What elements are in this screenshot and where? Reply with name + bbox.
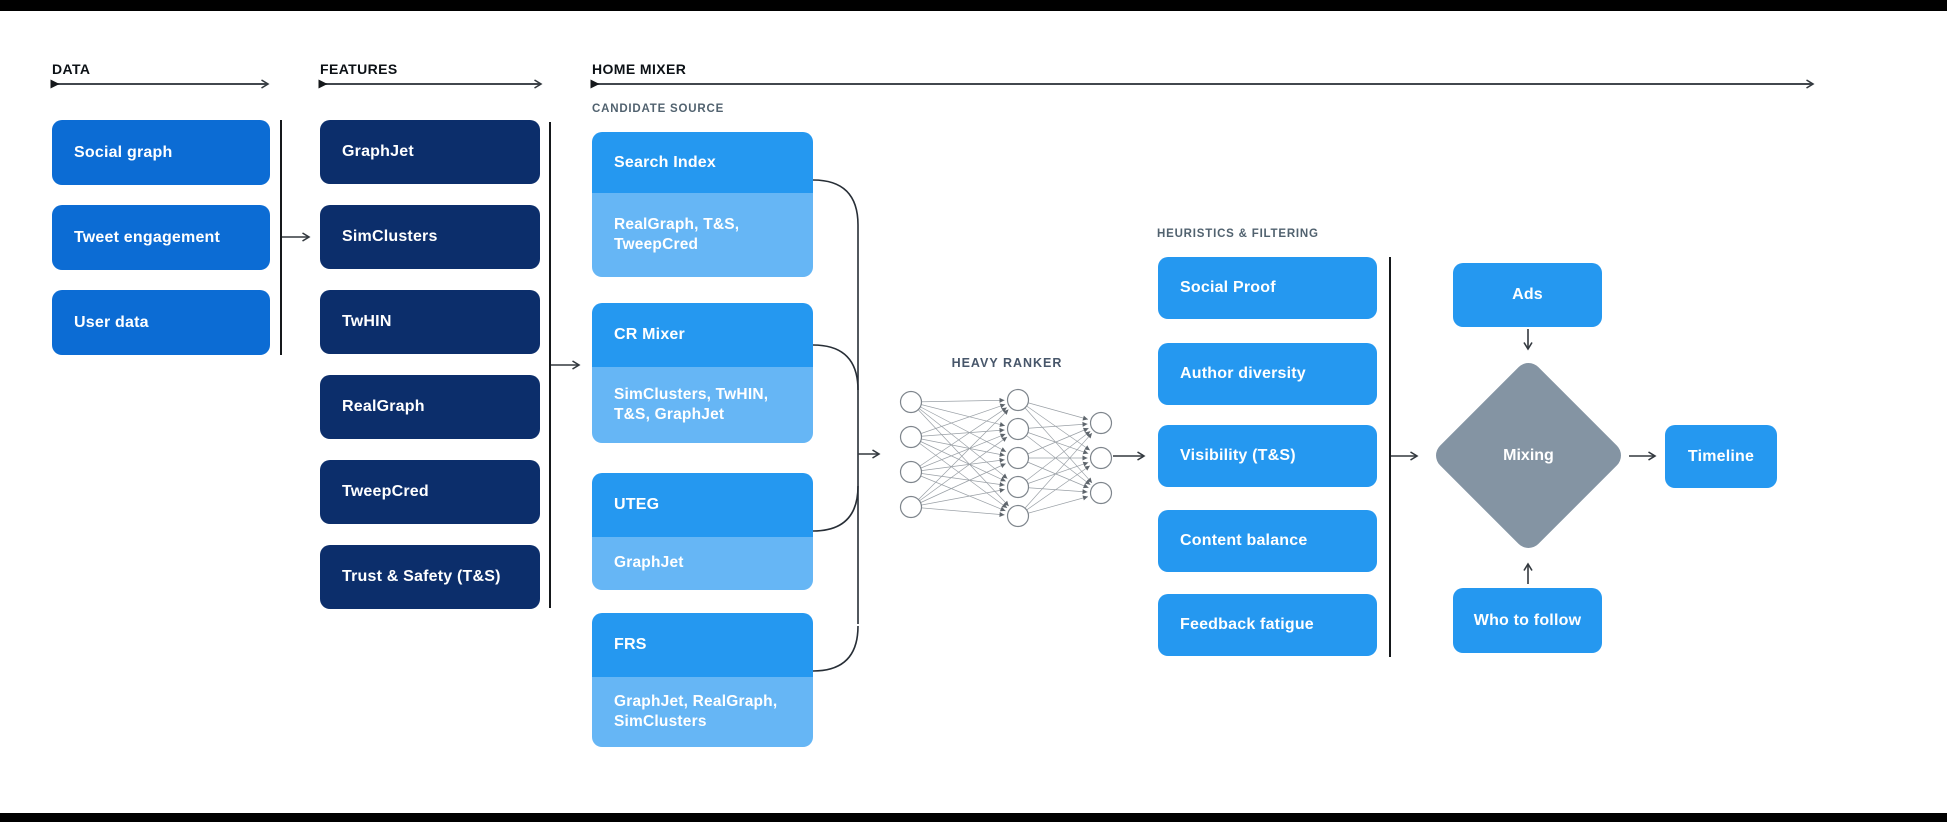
nn-node [899, 425, 923, 449]
nn-edge [910, 471, 1005, 487]
feature-box-trust-safety: Trust & Safety (T&S) [320, 545, 540, 609]
nn-node [899, 390, 923, 414]
nn-edge [1017, 465, 1091, 517]
nn-node [1006, 475, 1030, 499]
nn-edge [910, 436, 1006, 482]
nn-edge [910, 457, 1005, 473]
section-title-home-mixer: HOME MIXER [592, 61, 687, 77]
top-black-bar [0, 0, 1947, 11]
nn-edge [910, 427, 1005, 438]
heavy-ranker-label: HEAVY RANKER [951, 356, 1063, 370]
feature-box-simclusters: SimClusters [320, 205, 540, 269]
nn-edge [910, 506, 1005, 517]
nn-edge [910, 407, 1007, 473]
nn-edge [1017, 495, 1089, 517]
data-box-tweet-engagement: Tweet engagement [52, 205, 270, 270]
source-body-uteg: GraphJet [592, 537, 813, 590]
nn-edge [910, 436, 1005, 457]
nn-node [1089, 411, 1113, 435]
nn-node [899, 460, 923, 484]
nn-edge [1017, 457, 1089, 489]
nn-edge [910, 436, 1008, 508]
nn-edge [910, 487, 1005, 508]
connector-frs [812, 625, 859, 672]
data-box-user-data: User data [52, 290, 270, 355]
nn-edge [1017, 399, 1091, 451]
nn-edge [1017, 428, 1089, 455]
separator-heuristics-mixing [1389, 257, 1391, 657]
nn-edge [1017, 399, 1089, 421]
feature-box-graphjet: GraphJet [320, 120, 540, 184]
nn-edge [1017, 427, 1089, 459]
heuristics-filtering-label: HEURISTICS & FILTERING [1157, 228, 1319, 240]
timeline-box: Timeline [1665, 425, 1777, 488]
nn-node [1006, 504, 1030, 528]
nn-edge [1017, 486, 1088, 495]
nn-node [1089, 446, 1113, 470]
nn-node [1006, 417, 1030, 441]
nn-edge [910, 403, 1006, 438]
separator-features-mixer [549, 122, 551, 608]
feature-box-twhin: TwHIN [320, 290, 540, 354]
ads-box: Ads [1453, 263, 1602, 327]
filter-box-feedback-fatigue: Feedback fatigue [1158, 594, 1377, 656]
nn-edge [910, 409, 1009, 508]
nn-edge [910, 401, 1008, 479]
source-body-frs: GraphJet, RealGraph, SimClusters [592, 677, 813, 747]
source-header-frs: FRS [592, 613, 813, 677]
nn-edge [910, 397, 1005, 403]
nn-edge [910, 401, 1007, 453]
source-body-search-index: RealGraph, T&S, TweepCred [592, 193, 813, 277]
feature-box-realgraph: RealGraph [320, 375, 540, 439]
nn-edge [1017, 399, 1093, 484]
connector-search-index [812, 179, 859, 624]
nn-edge [1017, 432, 1093, 517]
nn-node [1006, 446, 1030, 470]
connector-uteg [812, 485, 859, 532]
nn-edge [910, 471, 1006, 512]
filter-box-content-balance: Content balance [1158, 510, 1377, 572]
heavy-ranker-network [899, 388, 1113, 528]
nn-edge [910, 401, 1010, 507]
nn-edge [910, 436, 1008, 509]
nn-edge [910, 433, 1006, 473]
mixing-diamond: Mixing [1430, 357, 1627, 554]
filter-box-social-proof: Social Proof [1158, 257, 1377, 319]
nn-edge [1017, 430, 1091, 488]
nn-edge [1017, 461, 1089, 488]
section-title-features: FEATURES [320, 61, 398, 77]
nn-edge [1017, 421, 1088, 430]
nn-edge [910, 463, 1006, 508]
nn-edge [1017, 428, 1091, 486]
mixing-diamond-label: Mixing [1503, 446, 1554, 464]
connector-cr-mixer [812, 344, 859, 391]
filter-box-author-diversity: Author diversity [1158, 343, 1377, 405]
bottom-black-bar [0, 813, 1947, 822]
separator-data-features [280, 120, 282, 355]
who-to-follow-box: Who to follow [1453, 588, 1602, 653]
source-header-cr-mixer: CR Mixer [592, 303, 813, 367]
candidate-source-label: CANDIDATE SOURCE [592, 103, 725, 115]
nn-node [1089, 481, 1113, 505]
nn-node [899, 495, 923, 519]
feature-box-tweepcred: TweepCred [320, 460, 540, 524]
nn-edge [910, 401, 1005, 427]
source-header-uteg: UTEG [592, 473, 813, 537]
data-box-social-graph: Social graph [52, 120, 270, 185]
filter-box-visibility: Visibility (T&S) [1158, 425, 1377, 487]
nn-node [1006, 388, 1030, 412]
section-title-data: DATA [52, 61, 91, 77]
source-header-search-index: Search Index [592, 132, 813, 193]
source-body-cr-mixer: SimClusters, TwHIN, T&S, GraphJet [592, 367, 813, 443]
